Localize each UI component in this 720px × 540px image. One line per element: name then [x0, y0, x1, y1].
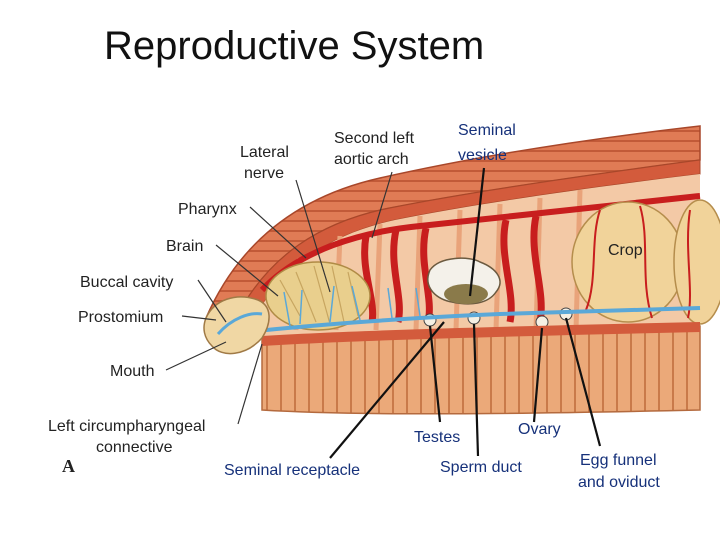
callout-egg-funnel-2: and oviduct	[578, 474, 660, 491]
label-prostomium: Prostomium	[78, 309, 163, 326]
label-aortic-arch-1: Second left	[334, 130, 415, 147]
panel-letter: A	[62, 456, 75, 476]
callout-sperm-duct: Sperm duct	[440, 459, 522, 476]
callout-seminal-vesicle-1: Seminal	[458, 122, 516, 139]
callout-testes: Testes	[414, 429, 460, 446]
seminal-vesicle-dark	[444, 284, 488, 304]
callout-egg-funnel-1: Egg funnel	[580, 452, 657, 469]
label-lateral-nerve-2: nerve	[244, 165, 284, 182]
label-crop: Crop	[608, 242, 643, 259]
label-aortic-arch-2: aortic arch	[334, 151, 409, 168]
callout-ovary: Ovary	[518, 421, 561, 438]
label-pharynx: Pharynx	[178, 201, 237, 218]
label-buccal-cavity: Buccal cavity	[80, 274, 173, 291]
label-left-circumpharyngeal-2: connective	[96, 439, 173, 456]
label-mouth: Mouth	[110, 363, 154, 380]
label-brain: Brain	[166, 238, 203, 255]
callout-seminal-vesicle-2: vesicle	[458, 147, 507, 164]
gizzard-organ	[674, 200, 720, 324]
callout-seminal-receptacle: Seminal receptacle	[224, 462, 360, 479]
label-left-circumpharyngeal-1: Left circumpharyngeal	[48, 418, 205, 435]
label-lateral-nerve-1: Lateral	[240, 144, 289, 161]
